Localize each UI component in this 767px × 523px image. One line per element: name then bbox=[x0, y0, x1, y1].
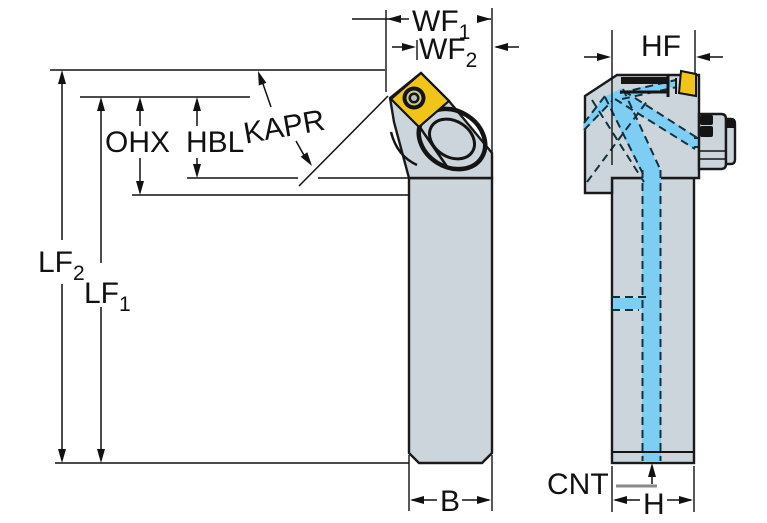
front-shank bbox=[407, 176, 494, 465]
label-lf1: LF1 bbox=[84, 277, 131, 316]
dim-ohx: OHX bbox=[105, 97, 170, 195]
label-cnt: CNT bbox=[547, 468, 609, 501]
side-insert bbox=[677, 69, 697, 98]
label-ohx: OHX bbox=[105, 126, 170, 159]
side-clamp-slot bbox=[620, 75, 677, 97]
dim-wf2: WF2 bbox=[392, 33, 519, 72]
clamp-screw-icon bbox=[700, 115, 713, 125]
insert-screw-icon bbox=[402, 86, 426, 110]
label-lf2: LF2 bbox=[38, 246, 85, 285]
dim-lf1: LF1 bbox=[84, 97, 131, 463]
dim-hf: HF bbox=[584, 30, 723, 165]
label-b: B bbox=[440, 485, 460, 518]
kapr-angle-line bbox=[258, 71, 389, 187]
side-view: HF H CNT bbox=[547, 30, 737, 521]
dim-b: B bbox=[410, 485, 491, 518]
front-extension-lines bbox=[50, 8, 493, 511]
side-clamp-block bbox=[697, 112, 737, 171]
clamp-screw-icon bbox=[700, 126, 713, 137]
label-kapr: KAPR bbox=[241, 104, 327, 151]
label-hf: HF bbox=[641, 30, 681, 63]
label-hbl: HBL bbox=[186, 126, 244, 159]
dim-h: H bbox=[611, 466, 695, 521]
coolant-channels bbox=[583, 79, 726, 462]
dim-wf1: WF1 bbox=[352, 5, 491, 44]
label-wf2: WF2 bbox=[419, 33, 477, 72]
front-view: WF1 WF2 KAPR LF2 LF1 bbox=[38, 5, 519, 518]
dim-lf2: LF2 bbox=[38, 70, 85, 463]
dim-cnt: CNT bbox=[547, 463, 657, 501]
label-h: H bbox=[643, 488, 665, 521]
dim-hbl: HBL bbox=[186, 97, 244, 178]
label-wf1: WF1 bbox=[412, 5, 470, 44]
